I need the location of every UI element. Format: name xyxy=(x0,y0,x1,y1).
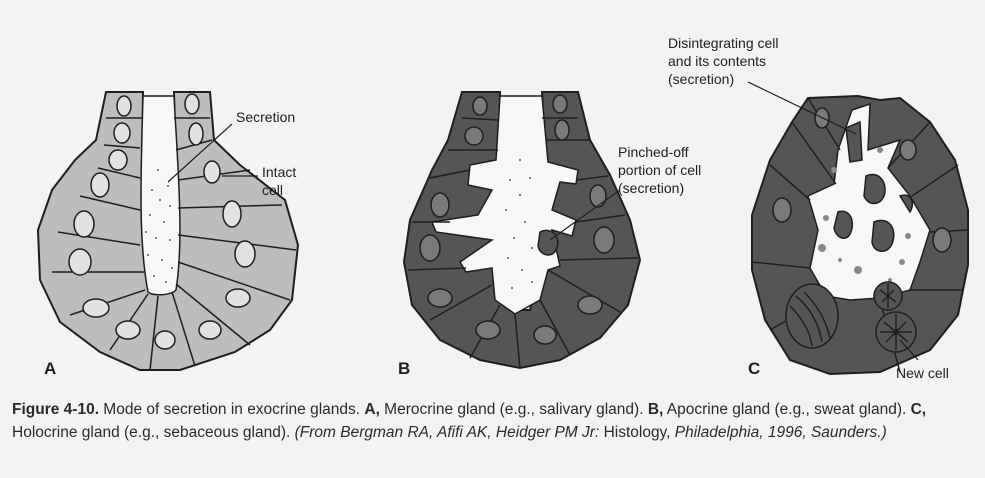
secretion-pointer-a xyxy=(167,123,233,183)
secretion-debris xyxy=(818,147,911,282)
gland-c-holocrine xyxy=(747,81,969,376)
caption-a-label: A, xyxy=(364,401,380,418)
gland-b-nuclei xyxy=(419,94,615,345)
callout-pinched-3: (secretion) xyxy=(618,180,684,196)
pinched-off-pointer-b xyxy=(549,189,621,241)
gland-b-cell-borders xyxy=(407,117,639,369)
callout-new-cell: New cell xyxy=(896,365,949,381)
panel-label-b: B xyxy=(398,359,410,378)
disintegrating-cells xyxy=(833,120,914,252)
caption-b-label: B, xyxy=(647,401,664,418)
caption-c-text: Holocrine gland (e.g., sebaceous gland). xyxy=(12,424,295,441)
caption-figure-label: Figure 4-10. xyxy=(12,401,99,418)
gland-a-cell-borders xyxy=(52,117,297,371)
callout-secretion: Secretion xyxy=(236,109,295,125)
callout-disintegrating-1: Disintegrating cell xyxy=(668,35,779,51)
callout-pinched-2: portion of cell xyxy=(618,162,701,178)
caption-b-text: Apocrine gland (e.g., sweat gland). xyxy=(663,401,911,418)
callout-disintegrating-3: (secretion) xyxy=(668,71,734,87)
gland-a-lumen xyxy=(140,95,181,296)
panel-label-c: C xyxy=(748,359,760,378)
pinched-off-fragment xyxy=(537,229,559,256)
callout-intact-1: Intact xyxy=(262,164,296,180)
caption-source-1: (From Bergman RA, Afifi AK, Heidger PM J… xyxy=(294,424,604,441)
disintegrating-pointer-c xyxy=(747,81,857,135)
caption-c-label: C, xyxy=(910,401,927,418)
new-cell-pointer-c xyxy=(899,339,919,361)
caption-source-title: Histology, xyxy=(603,424,671,441)
gland-c-nuclei xyxy=(772,107,952,253)
gland-a-nuclei xyxy=(68,93,256,350)
caption-a-text: Merocrine gland (e.g., salivary gland). xyxy=(379,401,648,418)
figure-caption: Figure 4-10. Mode of secretion in exocri… xyxy=(12,398,972,444)
new-cells xyxy=(785,281,917,353)
gland-a-merocrine xyxy=(36,91,300,371)
gland-b-secretion-dots xyxy=(505,159,533,289)
callout-pinched-1: Pinched-off xyxy=(618,144,689,160)
gland-b-apocrine xyxy=(402,91,642,370)
panel-label-a: A xyxy=(44,359,56,378)
gland-a-secretion-dots xyxy=(145,169,173,283)
callout-intact-2: cell xyxy=(262,182,283,198)
caption-text-1: Mode of secretion in exocrine glands. xyxy=(99,401,365,418)
callout-disintegrating-2: and its contents xyxy=(668,53,766,69)
caption-source-2: Philadelphia, 1996, Saunders.) xyxy=(670,424,887,441)
